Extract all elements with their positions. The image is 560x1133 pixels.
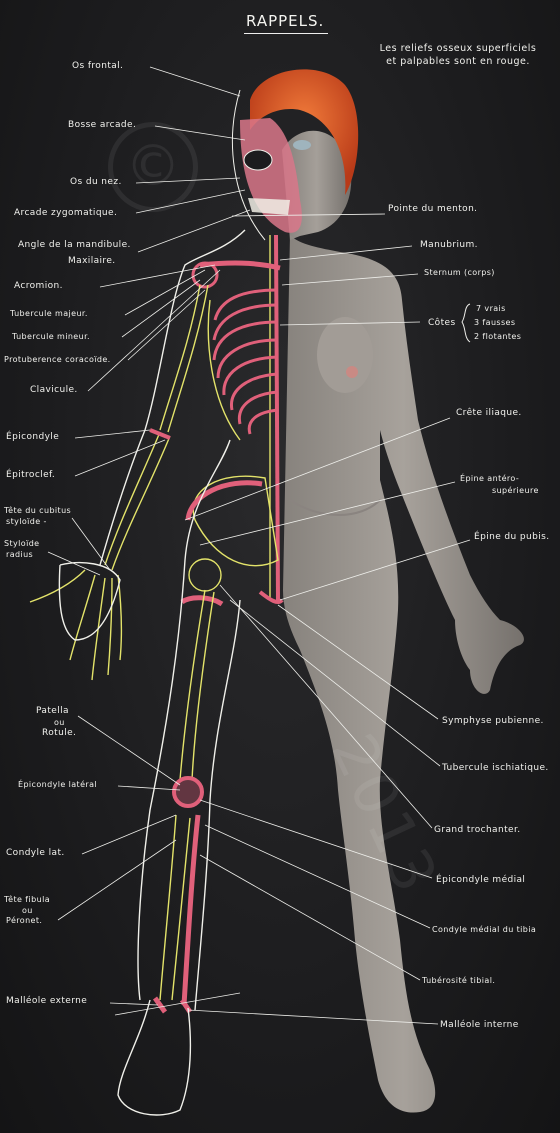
label-condyle-medial: Condyle médial du tibia bbox=[432, 925, 537, 934]
label-tubercule-mineur: Tubercule mineur. bbox=[12, 332, 90, 341]
label-os-du-nez: Os du nez. bbox=[70, 177, 122, 187]
label-manubrium: Manubrium. bbox=[420, 240, 478, 250]
label-malleole-interne: Malléole interne bbox=[440, 1020, 519, 1030]
label-bosse-arcade: Bosse arcade. bbox=[68, 120, 137, 130]
label-tuberosite-tibiale: Tubérosité tibial. bbox=[422, 976, 496, 985]
label-rotule: Rotule. bbox=[42, 728, 77, 738]
label-sternum: Sternum (corps) bbox=[424, 268, 495, 277]
label-epine-antero: Épine antéro- bbox=[460, 474, 520, 483]
label-malleole-externe: Malléole externe bbox=[6, 996, 88, 1006]
label-tete-cubitus: Tête du cubitus bbox=[4, 506, 72, 515]
label-grand-trochanter: Grand trochanter. bbox=[434, 825, 521, 835]
label-tubercule-majeur: Tubercule majeur. bbox=[10, 309, 88, 318]
label-crete-iliaque: Crête iliaque. bbox=[456, 408, 522, 418]
label-arcade-zygomatique: Arcade zygomatique. bbox=[14, 208, 118, 218]
label-epicondyle-lateral: Épicondyle latéral bbox=[18, 780, 98, 789]
label-styloide-radius-2: radius bbox=[6, 550, 34, 559]
label-patella: Patella bbox=[36, 706, 69, 716]
pointer-lines bbox=[47, 66, 471, 1025]
label-cotes-flottantes: 2 flotantes bbox=[474, 332, 522, 341]
label-acromion: Acromion. bbox=[14, 281, 63, 291]
label-peronet: Péronet. bbox=[6, 916, 43, 925]
label-epitrochlee: Épitroclef. bbox=[6, 470, 56, 480]
board-title: RAPPELS. bbox=[246, 12, 325, 30]
label-cotes-vraies: 7 vrais bbox=[476, 304, 506, 313]
label-tete-fibula: Tête fibula bbox=[4, 895, 50, 904]
label-symphyse: Symphyse pubienne. bbox=[442, 716, 544, 726]
label-styloide-radius: Styloïde bbox=[4, 539, 40, 548]
title-underline bbox=[244, 33, 328, 34]
legend-note: Les reliefs osseux superficiels et palpa… bbox=[360, 42, 556, 69]
label-maxilaire: Maxilaire. bbox=[68, 256, 116, 266]
head bbox=[232, 69, 359, 241]
label-pointe-menton: Pointe du menton. bbox=[388, 204, 478, 214]
label-epicondyle: Épicondyle bbox=[6, 432, 60, 442]
label-cotes-fausses: 3 fausses bbox=[474, 318, 516, 327]
watermark-copyright: © bbox=[108, 122, 198, 212]
label-tubercule-ischiatique: Tubercule ischiatique. bbox=[442, 763, 549, 773]
label-epicondyle-medial: Épicondyle médial bbox=[436, 875, 526, 885]
label-processus-coracoide: Protuberence coracoïde. bbox=[4, 355, 111, 364]
label-epine-antero-superieure: supérieure bbox=[492, 486, 539, 495]
skeleton-left bbox=[29, 229, 284, 1116]
legend-note-line2: et palpables sont en rouge. bbox=[386, 56, 530, 68]
label-clavicule: Clavicule. bbox=[30, 385, 78, 395]
label-tete-fibula-ou: ou bbox=[22, 906, 33, 915]
label-condyle-lat: Condyle lat. bbox=[6, 848, 65, 858]
label-angle-mandibule: Angle de la mandibule. bbox=[18, 240, 131, 250]
label-cotes: Côtes bbox=[428, 318, 456, 328]
legend-note-line1: Les reliefs osseux superficiels bbox=[379, 43, 537, 54]
label-patella-ou: ou bbox=[54, 718, 65, 727]
label-tete-cubitus-styloide: styloïde - bbox=[6, 517, 47, 526]
label-os-frontal: Os frontal. bbox=[72, 61, 124, 71]
label-epine-pubis: Épine du pubis. bbox=[474, 532, 550, 542]
